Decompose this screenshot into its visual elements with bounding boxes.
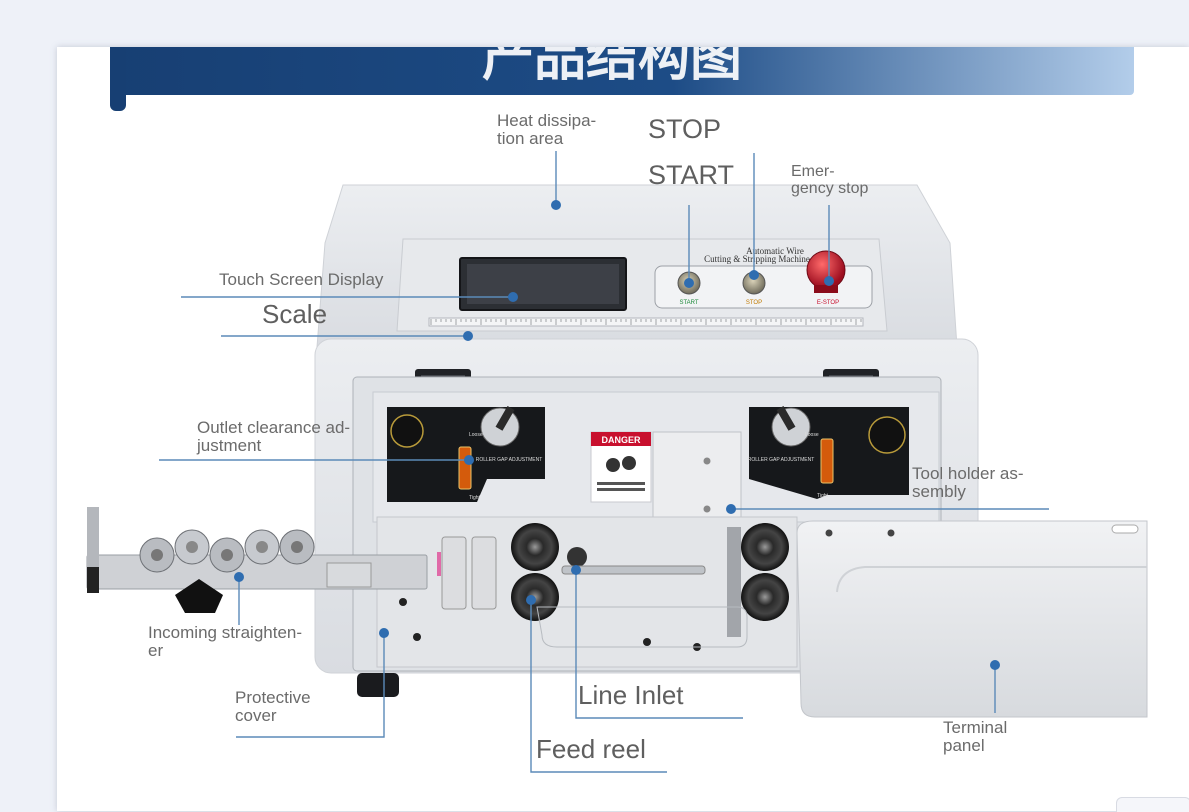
label-outlet-adjust: Outlet clearance ad- justment: [197, 418, 351, 455]
estop-caption: E-STOP: [817, 300, 839, 306]
title-banner: 产品结构图: [110, 47, 1134, 111]
label-heat-dissipation: Heat dissipa- tion area: [497, 111, 597, 148]
button-panel: Automatic Wire Cutting & Stripping Machi…: [654, 246, 873, 309]
tight-caption-right: Tight: [817, 493, 829, 499]
label-tool-holder: Tool holder as- sembly: [912, 464, 1024, 501]
danger-label: DANGER: [590, 431, 742, 531]
roller-caption-left: ROLLER GAP ADJUSTMENT: [476, 457, 543, 463]
loose-caption-right: Loose: [805, 432, 819, 438]
dot-outlet: [464, 455, 474, 465]
start-caption: START: [679, 300, 698, 306]
dot-terminal: [990, 660, 1000, 670]
label-stop: STOP: [648, 114, 722, 144]
loose-caption-left: Loose: [469, 432, 483, 438]
leader-lines: [159, 151, 1049, 773]
dot-emergency: [824, 276, 834, 286]
danger-heading: DANGER: [601, 435, 641, 445]
corner-tab[interactable]: [1116, 797, 1189, 812]
dot-heat: [551, 200, 561, 210]
label-protective-cover: Protective cover: [235, 688, 311, 725]
dot-line-inlet: [571, 565, 581, 575]
dot-touch-screen: [508, 292, 518, 302]
straightener-rail: [86, 507, 428, 613]
output-roller-lower: [741, 573, 789, 621]
dot-start: [684, 278, 694, 288]
feed-mechanism: [376, 516, 798, 668]
dot-protective: [379, 628, 389, 638]
machine-name-line1: Automatic Wire: [746, 246, 804, 256]
touch-screen: [459, 257, 627, 311]
label-emergency-stop: Emer- gency stop: [791, 163, 869, 197]
tight-caption-left: Tight: [469, 495, 481, 501]
dot-tool-holder: [726, 504, 736, 514]
label-start: START: [648, 160, 735, 190]
leader-protective: [236, 633, 385, 738]
label-line-inlet: Line Inlet: [578, 680, 684, 710]
roller-caption-right: ROLLER GAP ADJUSTMENT: [748, 457, 815, 463]
leader-dots: [234, 200, 1000, 670]
machine-diagram: 产品结构图 Automatic Wire Cutting & Stripping…: [86, 47, 1148, 773]
label-straightener: Incoming straighten- er: [148, 623, 303, 660]
dot-stop: [749, 270, 759, 280]
scale-strip: [428, 317, 864, 327]
banner-title: 产品结构图: [482, 47, 742, 88]
output-roller-upper: [741, 523, 789, 571]
dot-straightener: [234, 572, 244, 582]
label-terminal-panel: Terminal panel: [943, 718, 1008, 755]
leader-line-inlet: [575, 570, 743, 719]
machine-name-line2: Cutting & Stripping Machine: [704, 254, 810, 264]
machine-foot: [357, 673, 399, 697]
label-touch-screen: Touch Screen Display: [219, 270, 384, 289]
label-scale: Scale: [262, 299, 328, 329]
leader-feed-reel: [530, 600, 667, 773]
tool-holder-panel: ROLLER GAP ADJUSTMENT Loose Tight: [748, 405, 909, 499]
outlet-adjust-panel: ROLLER GAP ADJUSTMENT Loose Tight: [387, 405, 545, 502]
label-feed-reel: Feed reel: [536, 734, 646, 764]
stop-caption: STOP: [746, 300, 762, 306]
dot-feed-reel: [526, 595, 536, 605]
diagram-card: 产品结构图 Automatic Wire Cutting & Stripping…: [57, 47, 1189, 811]
feed-roller-upper: [511, 523, 559, 571]
dot-scale: [463, 331, 473, 341]
terminal-tray: [796, 520, 1148, 718]
